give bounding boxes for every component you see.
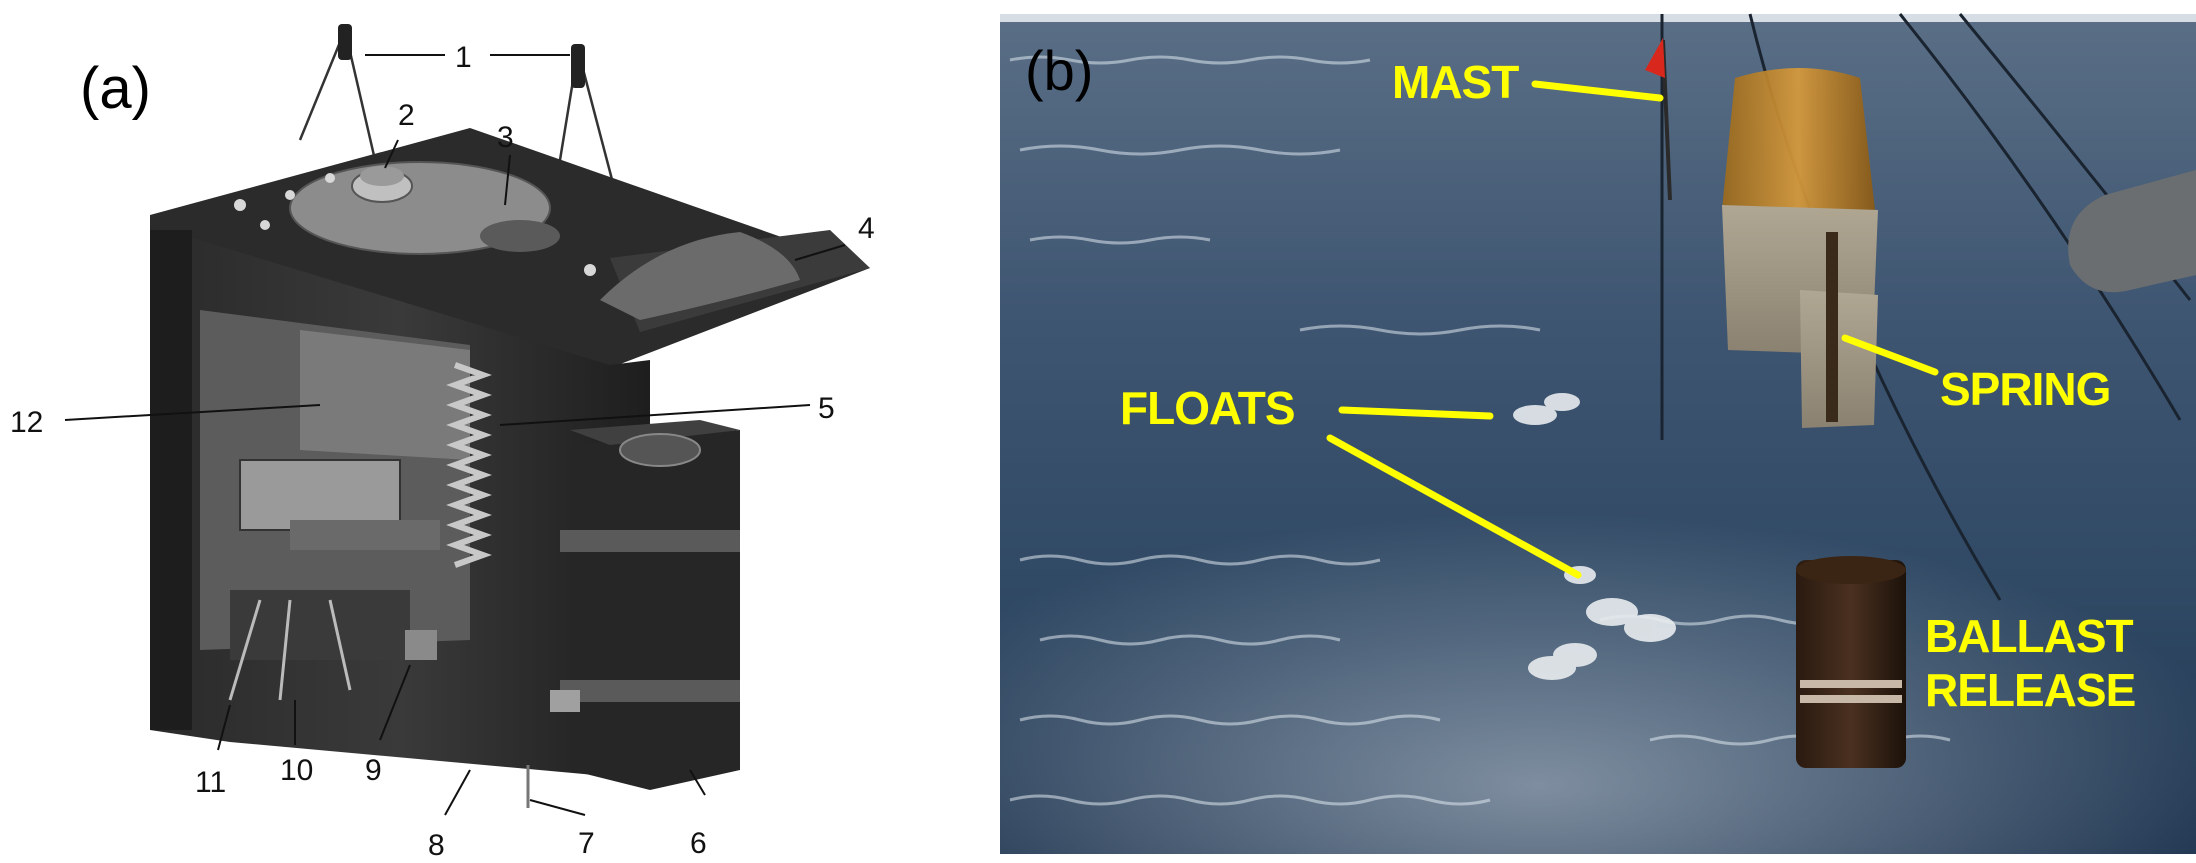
cable-clamp-right	[571, 44, 585, 88]
sky-strip	[1000, 14, 2196, 22]
ballast-canister	[1796, 560, 1906, 768]
mechanism-arm	[290, 520, 440, 550]
callout-6: 6	[690, 827, 707, 860]
callout-9: 9	[365, 754, 382, 787]
chamber-strap-bottom	[560, 680, 740, 702]
panel-a-photo: 1 2 3 4 5 6 7 8 9 10 11 12 (a)	[10, 24, 875, 862]
dome-housing	[1722, 68, 1875, 210]
canister-band-2	[1800, 695, 1902, 703]
panel-a-label: (a)	[80, 56, 151, 121]
coil-spring	[446, 362, 492, 568]
spring-rod	[1826, 232, 1838, 422]
panel-b-photo: MAST SPRING FLOATS BALLAST RELEASE (b)	[1000, 13, 2196, 854]
lower-linkage	[230, 590, 410, 660]
callout-leaders	[64, 54, 846, 816]
deck-bolts	[234, 173, 596, 276]
linkage-rods	[228, 599, 352, 701]
label-mast: MAST	[1392, 56, 1519, 108]
callout-12: 12	[10, 406, 43, 439]
callout-11: 11	[195, 766, 226, 799]
callout-7: 7	[578, 827, 595, 860]
annotation-pointers	[1326, 80, 1939, 579]
callout-8: 8	[428, 829, 445, 862]
mast-flag	[1645, 38, 1665, 78]
chamber-latch	[550, 690, 580, 712]
chamber-strap-top	[560, 530, 740, 552]
weight-block-9	[405, 630, 437, 660]
canister-lid	[1796, 556, 1906, 584]
callout-1: 1	[455, 41, 472, 74]
right-chamber	[570, 430, 740, 790]
frame-post-left	[150, 230, 192, 730]
label-spring: SPRING	[1940, 363, 2110, 415]
callout-4: 4	[858, 212, 875, 245]
spring-plate	[1800, 290, 1878, 428]
panel-b-label: (b)	[1025, 39, 1093, 102]
inner-panel	[300, 330, 470, 460]
floats	[1513, 393, 1676, 680]
label-release: RELEASE	[1925, 664, 2135, 716]
release-mechanism	[239, 459, 401, 531]
callout-5: 5	[818, 392, 835, 425]
label-floats: FLOATS	[1120, 382, 1295, 434]
cable-clamp-left	[338, 24, 352, 60]
chamber-top	[570, 420, 740, 445]
dial-cutout	[480, 220, 560, 252]
callout-3: 3	[497, 121, 514, 154]
sun-glare	[1000, 400, 2196, 854]
shelf-cloth	[600, 232, 800, 320]
crane-arm	[2068, 170, 2196, 293]
label-ballast: BALLAST	[1925, 610, 2134, 662]
canister-band-1	[1800, 680, 1902, 688]
callout-10: 10	[280, 754, 313, 787]
callout-2: 2	[398, 99, 415, 132]
chamber-port	[619, 433, 701, 467]
center-hub-top	[360, 166, 404, 186]
